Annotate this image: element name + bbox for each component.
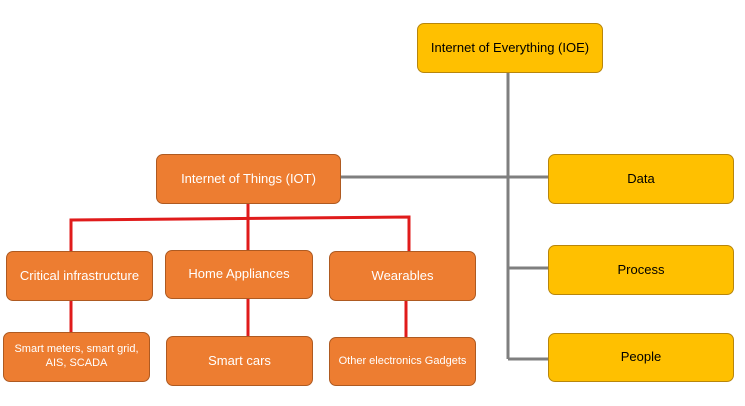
people-label: People <box>620 349 662 365</box>
wearables-node: Wearables <box>329 251 476 301</box>
people-node: People <box>548 333 734 382</box>
data-label: Data <box>627 170 655 186</box>
home-appliances-node: Home Appliances <box>165 250 313 299</box>
critical-infrastructure-label: Critical infrastructure <box>19 267 140 283</box>
iot-bus-line <box>69 215 411 252</box>
smart-cars-node: Smart cars <box>166 336 313 386</box>
process-label: Process <box>617 261 665 277</box>
wearables-label: Wearables <box>371 267 434 283</box>
smart-meters-node: Smart meters, smart grid, AIS, SCADA <box>3 332 150 382</box>
ioe-node: Internet of Everything (IOE) <box>417 23 603 73</box>
ioe-label: Internet of Everything (IOE) <box>430 39 590 55</box>
process-node: Process <box>548 245 734 295</box>
iot-label: Internet of Things (IOT) <box>181 170 316 186</box>
iot-node: Internet of Things (IOT) <box>156 154 341 204</box>
data-node: Data <box>548 154 734 204</box>
critical-infrastructure-node: Critical infrastructure <box>6 251 153 301</box>
home-appliances-label: Home Appliances <box>188 266 290 282</box>
smart-cars-label: Smart cars <box>208 352 271 368</box>
gadgets-label: Other electronics Gadgets <box>338 354 467 367</box>
smart-meters-label: Smart meters, smart grid, AIS, SCADA <box>14 343 139 369</box>
gadgets-node: Other electronics Gadgets <box>329 337 476 386</box>
